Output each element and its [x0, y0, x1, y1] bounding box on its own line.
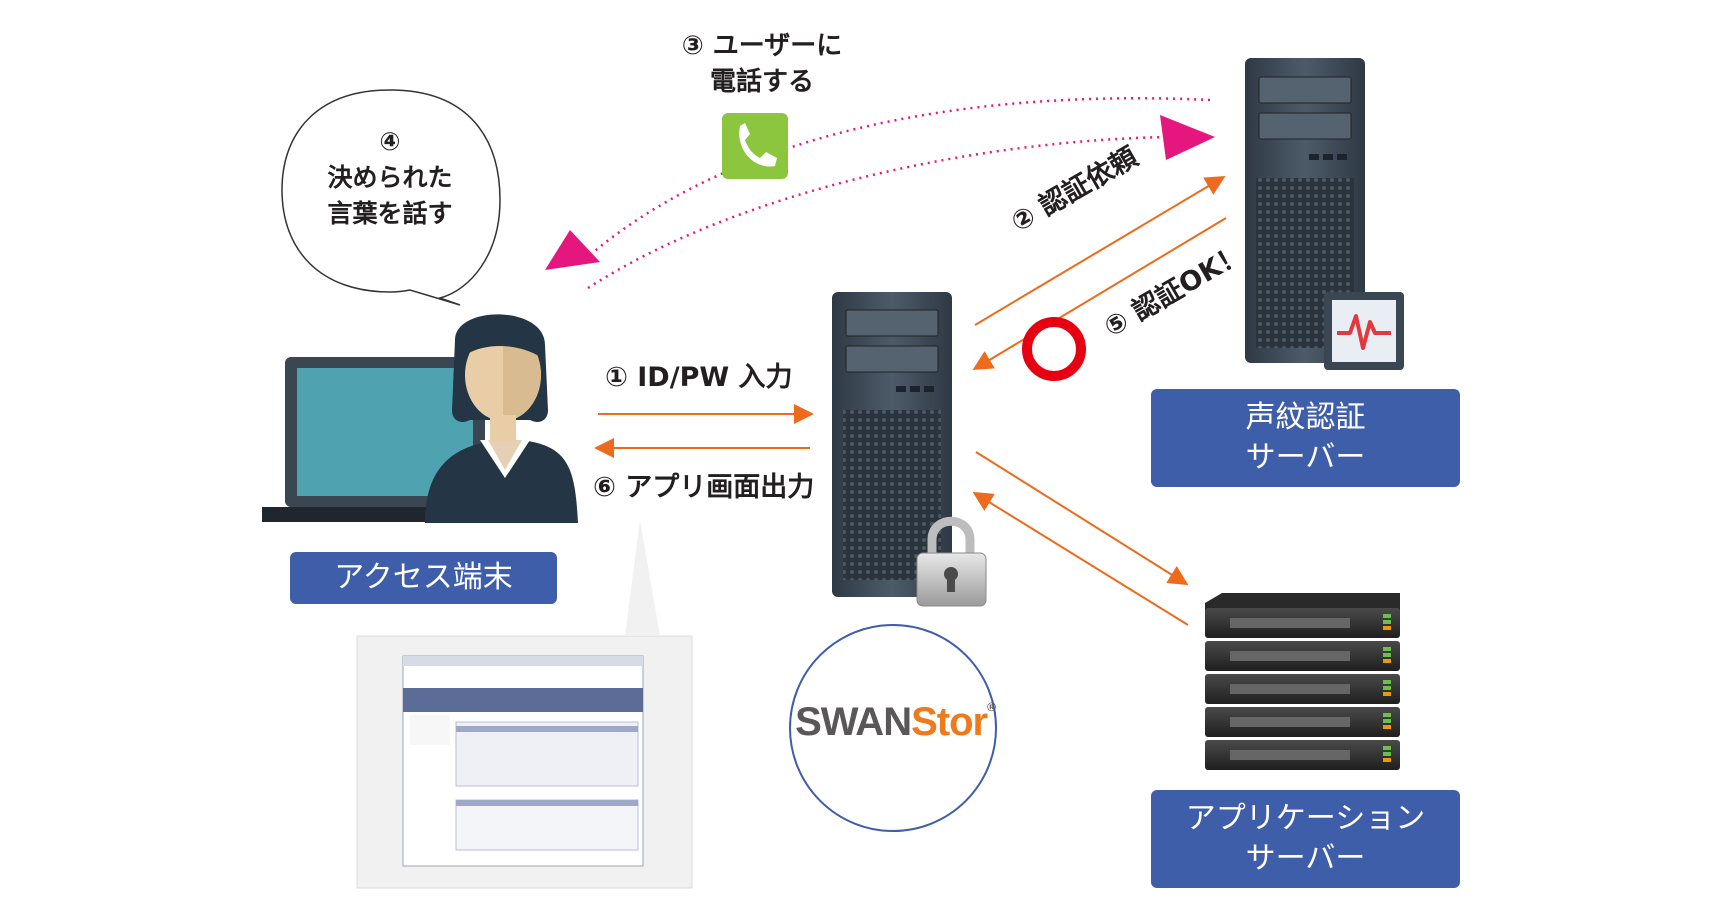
app-server-label: アプリケーション サーバー — [1151, 790, 1460, 888]
step4-line2: 言葉を話す — [327, 199, 453, 228]
step3-line2: 電話する — [709, 67, 814, 97]
logo-part-swan: SWAN — [795, 700, 912, 744]
step4-number: ④ — [379, 127, 401, 156]
step3-label: ③ ユーザーに 電話する — [652, 28, 872, 100]
swanstor-logo-text: SWANStor® — [790, 700, 1000, 745]
lock-icon — [916, 516, 987, 607]
app-server-text-line1: アプリケーション — [1185, 801, 1426, 836]
logo-registered-mark: ® — [987, 700, 996, 714]
app-screen-thumbnail — [356, 520, 693, 889]
orange-arrows — [594, 175, 1227, 626]
voice-server-text-line1: 声紋認証 — [1245, 400, 1366, 435]
step3-line1: ③ ユーザーに — [681, 31, 843, 61]
rack-server-icon — [1205, 593, 1400, 770]
user-icon — [425, 314, 578, 523]
heartbeat-monitor-icon — [1324, 292, 1404, 370]
step4-label: ④ 決められた 言葉を話す — [300, 124, 480, 232]
ok-circle-icon — [1022, 317, 1086, 381]
arrow-head-to-user — [545, 230, 600, 270]
logo-part-stor: Stor — [911, 700, 988, 744]
arrow-head-to-voice-server — [1160, 115, 1215, 160]
voice-server-text-line2: サーバー — [1245, 440, 1366, 475]
speech-bubble — [281, 89, 501, 306]
phone-call-arrows — [545, 96, 1215, 290]
step4-line1: 決められた — [327, 163, 453, 192]
voice-server-label: 声紋認証 サーバー — [1151, 389, 1460, 487]
server-tower-icon — [832, 292, 952, 597]
phone-icon — [722, 113, 788, 179]
swanstor-logo — [789, 624, 997, 832]
access-terminal-text: アクセス端末 — [334, 560, 513, 595]
app-server-text-line2: サーバー — [1245, 841, 1366, 876]
access-terminal-label: アクセス端末 — [290, 552, 557, 604]
step6-label: ⑥ アプリ画面出力 — [593, 472, 815, 503]
step1-label: ① ID/PW 入力 — [605, 362, 793, 393]
